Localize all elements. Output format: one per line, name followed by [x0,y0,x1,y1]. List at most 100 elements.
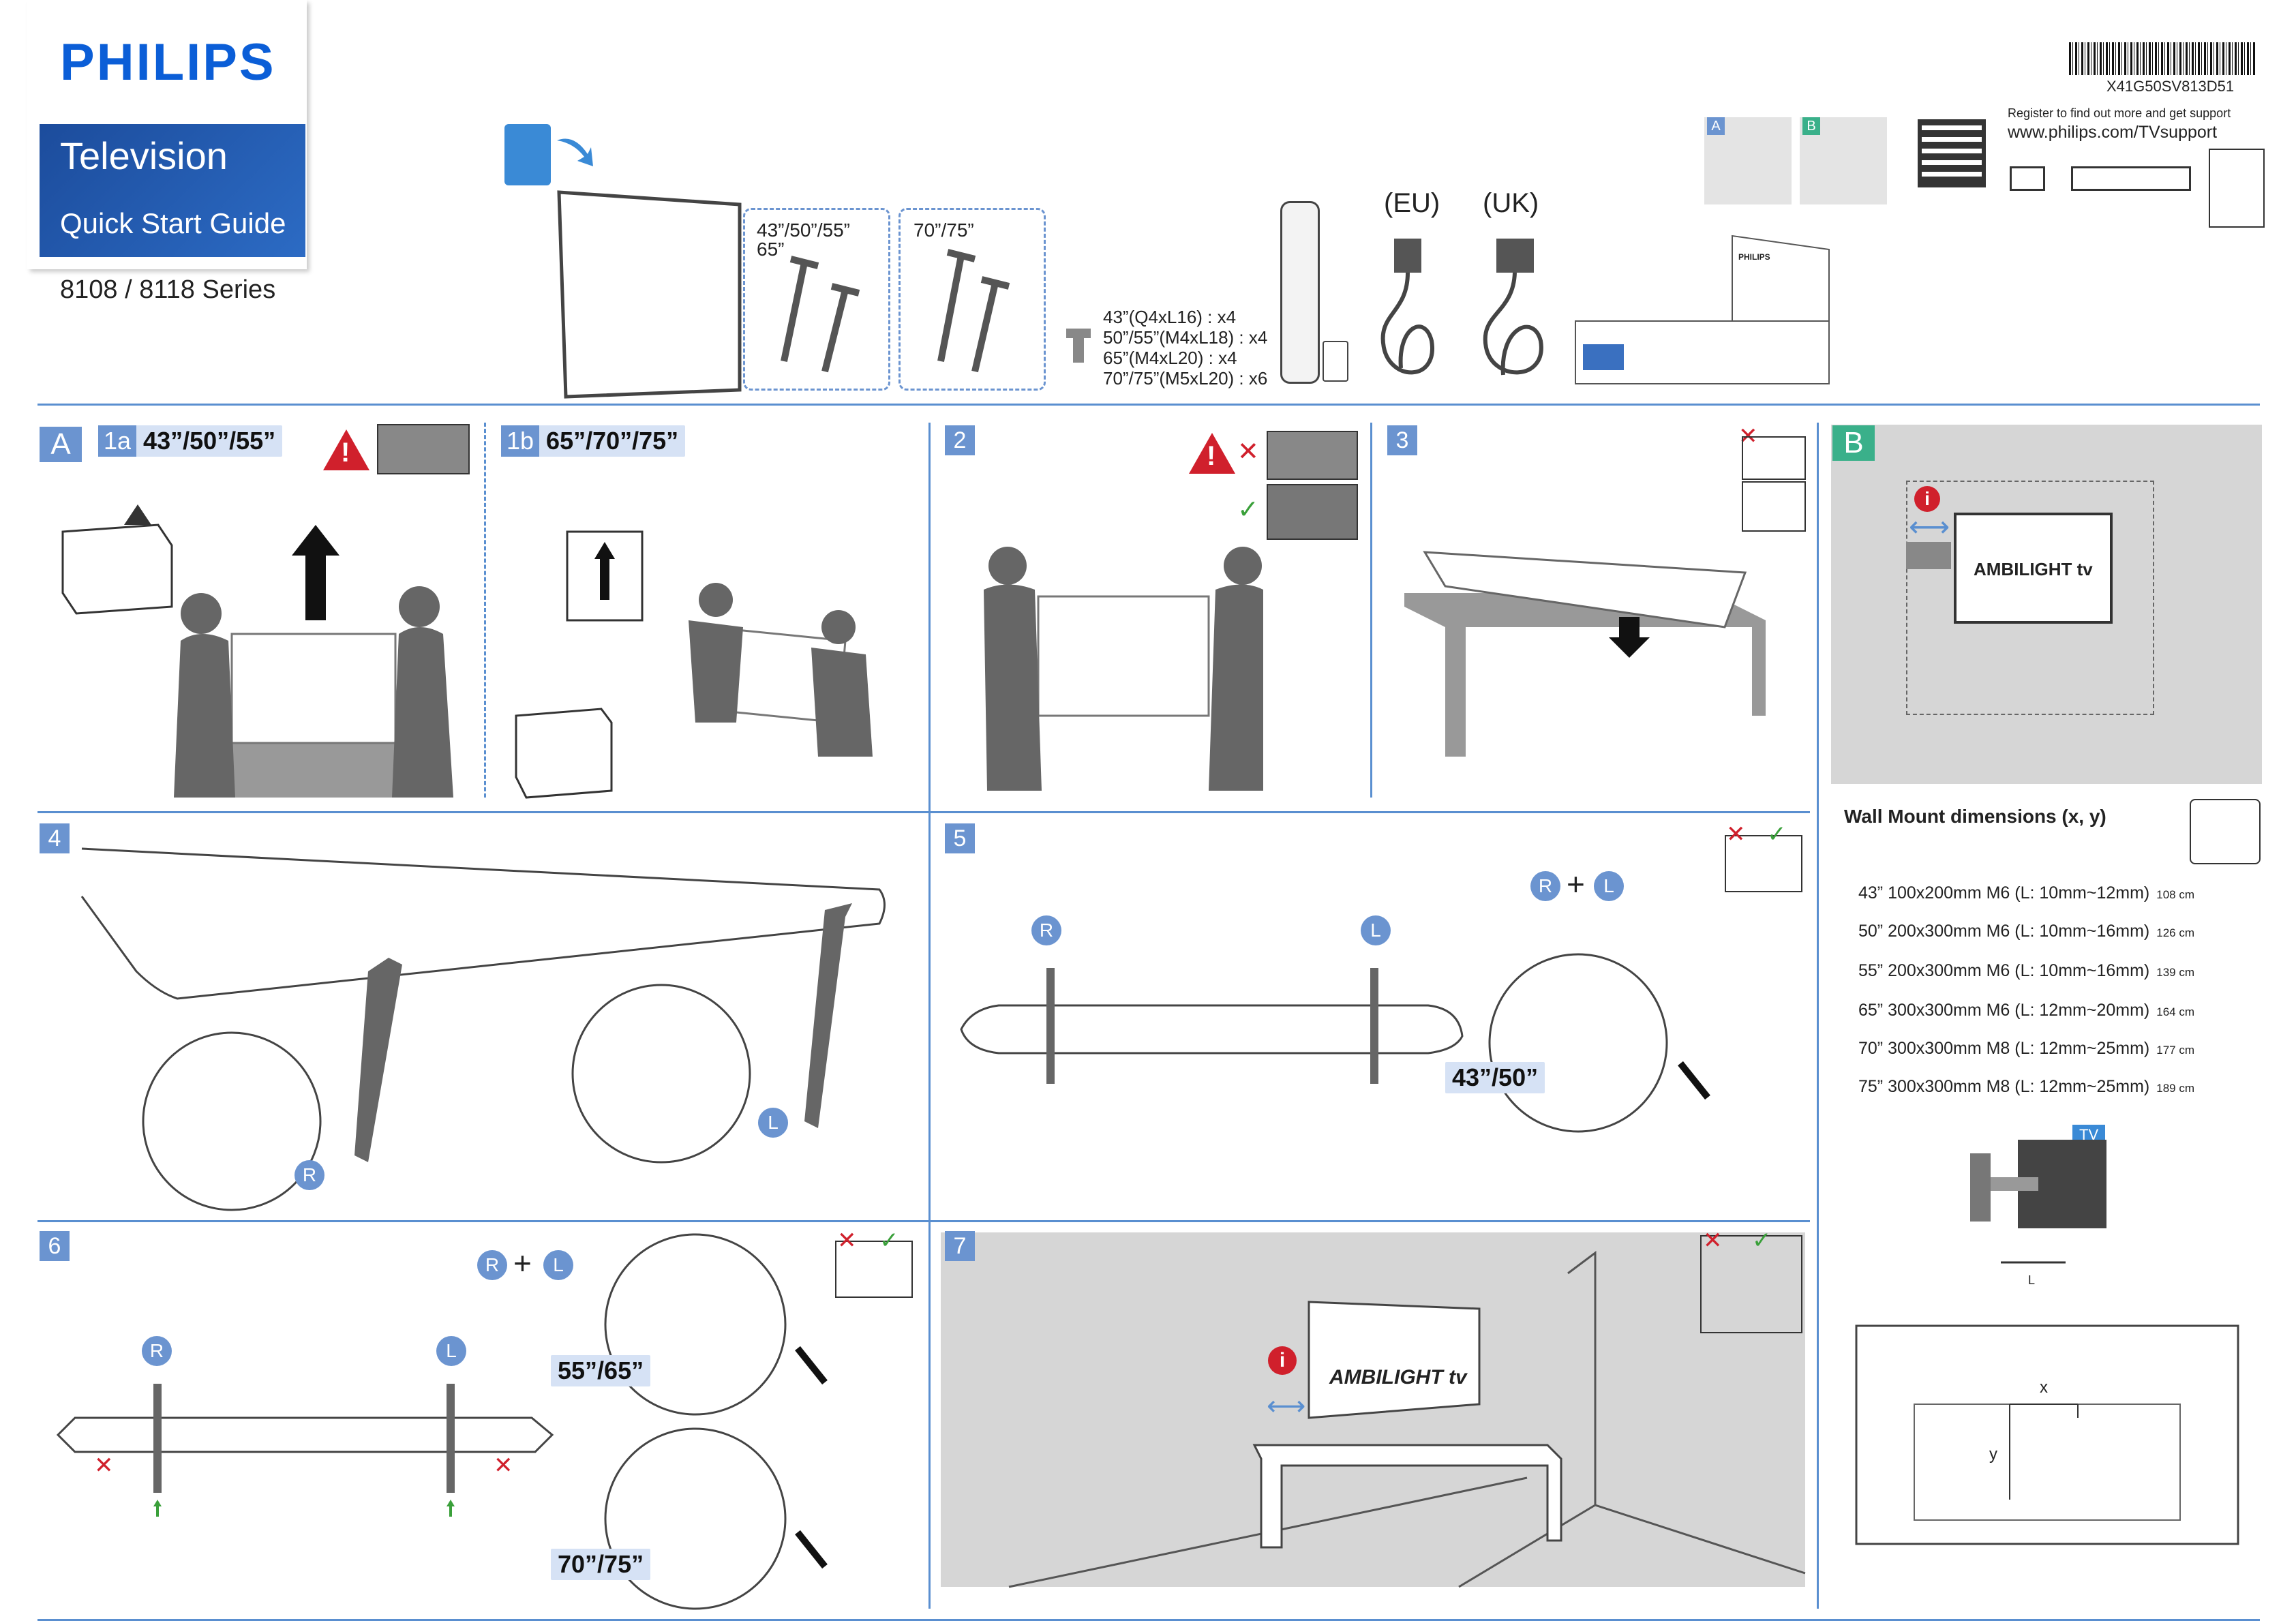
warning-icon-1a: ! [323,429,369,470]
cross-icon-5: ✕ [1726,821,1746,847]
box-open-illustration-1b [566,530,644,622]
lay-flat-icon-3 [1742,481,1806,532]
info-icon-7: i [1268,1346,1297,1375]
check-icon-7: ✓ [1752,1228,1772,1254]
dash-divider-1a-1b [484,423,486,798]
caution-hands-icon-1a [377,424,470,474]
leaflet-blue-mark [1583,344,1624,370]
stand-small-label-2: 65” [757,239,785,260]
screw-row-50-55: 50”/55”(M4xL18) : x4 [1103,327,1268,348]
stand-small-label: 43”/50”/55” [757,219,850,241]
tv-bottom-stand-attach-4 [80,847,886,1211]
power-cord-eu-icon [1380,239,1434,375]
screw-list: 43”(Q4xL16) : x4 50”/55”(M4xL18) : x4 65… [1103,307,1267,389]
cross-icon-6: ✕ [837,1228,857,1254]
plus-5: + [1567,866,1585,902]
l-label-6: L [543,1250,573,1280]
cross-icon-7: ✕ [1703,1228,1723,1254]
barcode [2069,42,2256,75]
wall-row-55: 55” 200x300mm M6 (L: 10mm~16mm)139 cm [1858,961,2194,980]
plug-uk-label: (UK) [1483,188,1539,218]
col-divider-main [928,423,931,1609]
stand-l-label-4: L [758,1108,788,1138]
guide-title: Quick Start Guide [60,207,286,239]
stand-leg-large-icon [937,249,1010,373]
check-box-7 [1700,1235,1802,1333]
wall-area-dashed [1906,481,2154,715]
wall-row-65: 65” 300x300mm M6 (L: 12mm~20mm)164 cm [1858,1001,2194,1020]
wall-tv-screen [1954,513,2113,624]
batteries-icon [1323,341,1348,382]
l-label-6-tv: L [436,1336,466,1366]
screw-check-box-6 [835,1241,913,1298]
step-2-label: 2 [945,425,975,455]
tv-with-stands-5 [960,968,1464,1084]
screw-detail-circle-5 [1488,953,1710,1133]
vesa-x-label: x [2040,1378,2048,1397]
wall-mount-arm-icon [1906,542,1951,569]
step-7-label: 7 [945,1231,975,1261]
stand-large-box [898,208,1046,391]
no-stand-up-icon-3 [1742,436,1806,480]
header-divider [37,404,2260,406]
right-hold-icon-2 [1267,484,1358,540]
clearance-arrow-7: ⟷ [1267,1391,1306,1421]
r-label-6-tv: R [142,1336,172,1366]
step-4-label: 4 [40,823,70,853]
l-label-5: L [1594,871,1624,901]
power-cord-uk-icon [1483,239,1543,376]
step-5-label: 5 [945,823,975,853]
screw-check-box-5 [1725,835,1802,892]
tv-on-table-7 [1252,1301,1562,1549]
manual-page-icon [2209,149,2265,228]
screw-row-70-75: 70”/75”(M5xL20) : x6 [1103,368,1268,389]
r-label-5: R [1530,871,1560,901]
box-closed-illustration-1b [515,708,613,799]
step-3-label: 3 [1387,425,1417,455]
register-text: Register to find out more and get suppor… [2008,106,2231,120]
tv-on-table-3 [1404,551,1766,757]
search-box-icon [2071,166,2191,191]
check-icon-2: ✓ [1237,496,1259,524]
qr-code [1918,119,1986,187]
step-6-label: 6 [40,1231,70,1261]
warning-icon-2: ! [1189,433,1235,474]
screw-row-43: 43”(Q4xL16) : x4 [1103,307,1237,327]
wall-row-70: 70” 300x300mm M8 (L: 12mm~25mm)177 cm [1858,1039,2194,1058]
support-url[interactable]: www.philips.com/TVsupport [2008,123,2218,142]
clearance-arrow-b: ⟷ [1909,511,1950,543]
preview-a-tag: A [1707,117,1725,135]
ambilight-label-b: AMBILIGHT tv [1974,559,2093,579]
r-label-6: R [477,1250,507,1280]
step-1b-sizes: 65”/70”/75” [546,427,679,455]
box-lift-illustration-1a [61,504,173,615]
cross-right-6: ✕ [494,1453,513,1478]
wall-mount-title: Wall Mount dimensions (x, y) [1844,806,2106,827]
screw-row-65: 65”(M4xL20) : x4 [1103,348,1237,368]
size-tag-5: 43”/50” [1445,1062,1545,1093]
info-icon-b: i [1914,486,1940,512]
row2-divider [37,1220,1810,1222]
step-1a-sizes: 43”/50”/55” [143,427,276,455]
stand-small-box [743,208,890,391]
barcode-text: X41G50SV813D51 [2106,78,2235,95]
screw-length-label: L [2028,1273,2036,1287]
check-icon-5: ✓ [1767,821,1787,847]
bottom-divider [37,1619,2260,1621]
up-arrow-1a [292,525,339,620]
cross-icon-2: ✕ [1237,438,1259,466]
plug-eu-label: (EU) [1384,188,1440,218]
tv-with-stands-6 [56,1384,554,1517]
col-divider-b [1817,423,1819,1609]
screw-length-diagram [1970,1140,2106,1264]
section-b-label: B [1832,425,1875,461]
people-lift-tv-1a [174,586,453,798]
l-label-5-tv: L [1361,915,1391,945]
wall-row-43: 43” 100x200mm M6 (L: 10mm~12mm)108 cm [1858,883,2194,902]
stand-large-label: 70”/75” [913,219,974,241]
tv-back-vesa-diagram [1855,1324,2239,1545]
stand-r-label-4: R [294,1160,324,1190]
brand-logo: PHILIPS [60,33,276,91]
remote-control-illustration [1280,201,1320,384]
